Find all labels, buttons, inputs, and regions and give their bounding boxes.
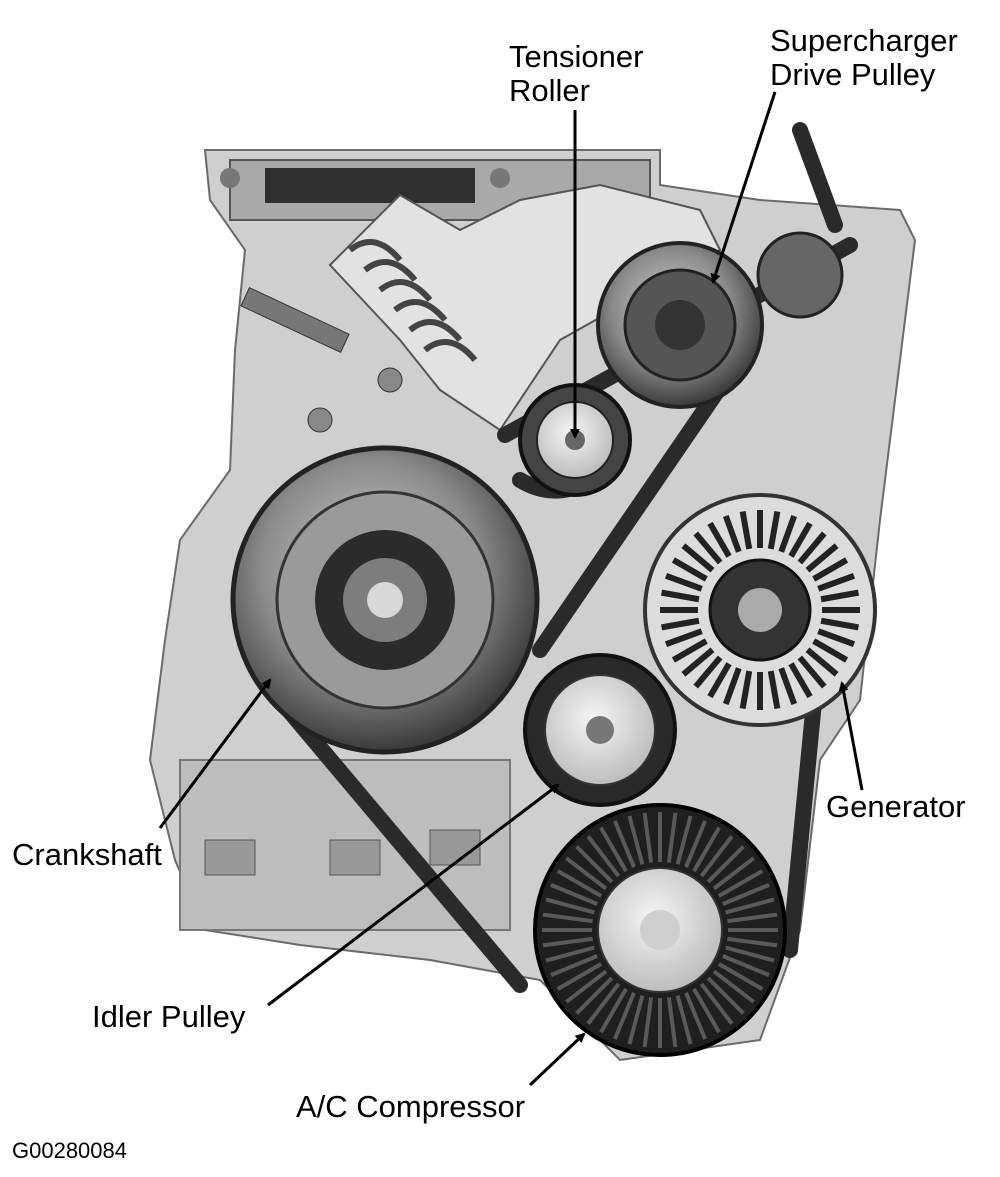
idler-pulley — [523, 653, 677, 807]
ac-pulley-rib — [722, 954, 770, 978]
ac-pulley-rib — [717, 869, 764, 898]
generator-vent-slot — [681, 543, 715, 573]
generator-vent-slot — [671, 638, 708, 663]
crankshaft-label: Crankshaft — [12, 837, 162, 872]
ac-pulley-rib — [542, 912, 593, 924]
generator-vent-slot — [778, 667, 798, 705]
supercharger-pulley-arrow — [710, 91, 777, 284]
generator-vent-slot — [778, 515, 798, 553]
generator-vent-slot — [739, 670, 753, 710]
ac-pulley-rib — [599, 826, 628, 873]
ac-pulley-rib — [575, 845, 614, 884]
generator-vent-slot — [817, 628, 855, 648]
supercharger-drive-pulley-label-line2: Drive Pulley — [770, 57, 936, 92]
ac-pulley-rib — [666, 812, 678, 863]
ac-pulley-rib — [642, 812, 654, 863]
ac-pulley-rib — [692, 826, 721, 873]
ac-pulley-rib — [550, 954, 598, 978]
ac-pulley-rib — [612, 992, 636, 1040]
ac-pulley-rib — [706, 976, 745, 1015]
generator-vent-slot — [812, 638, 849, 663]
ac-compressor-label: A/C Compressor — [296, 1089, 526, 1124]
generator-vent-slot — [797, 655, 827, 689]
tensioner-roller-label-line1: Tensioner — [509, 39, 644, 74]
supercharger-drive-pulley-label-line1: Supercharger — [770, 23, 958, 58]
supercharger-drive-pulley — [596, 231, 844, 409]
generator-vent-slot — [681, 647, 715, 677]
ac-pulley-rib — [712, 856, 755, 891]
generator-vent-slot — [660, 617, 700, 631]
ac-pulley-rib — [586, 982, 621, 1025]
ac-pulley-rib — [599, 987, 628, 1034]
ac-pulley-rib — [727, 936, 778, 948]
ac-pulley-rib — [565, 969, 608, 1004]
ac-pulley-rib — [550, 882, 598, 906]
generator-vent-slot — [788, 662, 813, 699]
ac-pulley-rib — [684, 992, 708, 1040]
ac-compressor-pulley — [533, 803, 787, 1057]
generator-vent-slot — [693, 655, 723, 689]
ac-pulley-rib — [675, 995, 693, 1045]
generator-vent-slot — [739, 510, 753, 550]
ac-pulley-rib — [692, 987, 721, 1034]
ac-pulley-rib — [706, 845, 745, 884]
ac-pulley-rib — [666, 997, 678, 1048]
ac-pulley-rib — [725, 945, 775, 963]
ac-pulley-rib — [642, 997, 654, 1048]
ac-pulley-rib — [627, 815, 645, 865]
generator-vent-slot — [671, 557, 708, 582]
ac-pulley-rib — [727, 912, 778, 924]
ac-pulley-rib — [722, 882, 770, 906]
generator-vent-slot — [665, 628, 703, 648]
ac-pulley-rib — [627, 995, 645, 1045]
idler-pulley-label: Idler Pulley — [92, 999, 246, 1034]
generator-vent-slot — [660, 589, 700, 603]
ac-pulley-rib — [545, 945, 595, 963]
ac-pulley-rib — [725, 897, 775, 915]
generator-vent-slot — [722, 515, 742, 553]
generator-vent-slot — [820, 589, 860, 603]
tensioner-roller-label-line2: Roller — [509, 73, 590, 108]
ac-pulley-rib — [545, 897, 595, 915]
generator-vent-slot — [665, 572, 703, 592]
generator-vent-slot — [812, 557, 849, 582]
leader-arrows — [158, 91, 864, 1087]
idler-pulley-arrow — [267, 783, 560, 1007]
ac-pulley-rib — [542, 936, 593, 948]
generator — [643, 493, 877, 727]
generator-vent-slot — [788, 521, 813, 558]
ac-compressor-arrow — [528, 1032, 586, 1087]
ac-pulley-rib — [712, 969, 755, 1004]
ac-pulley-rib — [675, 815, 693, 865]
generator-vent-slot — [722, 667, 742, 705]
generator-vent-slot — [797, 531, 827, 565]
generator-vent-slot — [820, 617, 860, 631]
generator-vent-slot — [805, 543, 839, 573]
tensioner-roller — [518, 383, 632, 497]
generator-vent-slot — [767, 670, 781, 710]
generator-vent-slot — [693, 531, 723, 565]
ac-pulley-rib — [556, 962, 603, 991]
generator-vent-slot — [767, 510, 781, 550]
generator-label: Generator — [826, 789, 966, 824]
ac-pulley-rib — [575, 976, 614, 1015]
ac-pulley-rib — [699, 835, 734, 878]
generator-vent-slot — [817, 572, 855, 592]
generator-vent-slot — [707, 662, 732, 699]
crankshaft-arrow — [158, 678, 272, 829]
tensioner-assembly — [240, 183, 722, 433]
generator-vent-slot — [805, 647, 839, 677]
ac-pulley-rib — [699, 982, 734, 1025]
ac-pulley-rib — [586, 835, 621, 878]
ac-pulley-rib — [717, 962, 764, 991]
ac-pulley-rib — [565, 856, 608, 891]
ac-pulley-rib — [684, 820, 708, 868]
ac-pulley-rib — [556, 869, 603, 898]
generator-arrow — [838, 681, 864, 791]
crankshaft-pulley — [230, 445, 540, 755]
generator-vent-slot — [707, 521, 732, 558]
ac-pulley-rib — [612, 820, 636, 868]
figure-id: G00280084 — [12, 1138, 127, 1163]
